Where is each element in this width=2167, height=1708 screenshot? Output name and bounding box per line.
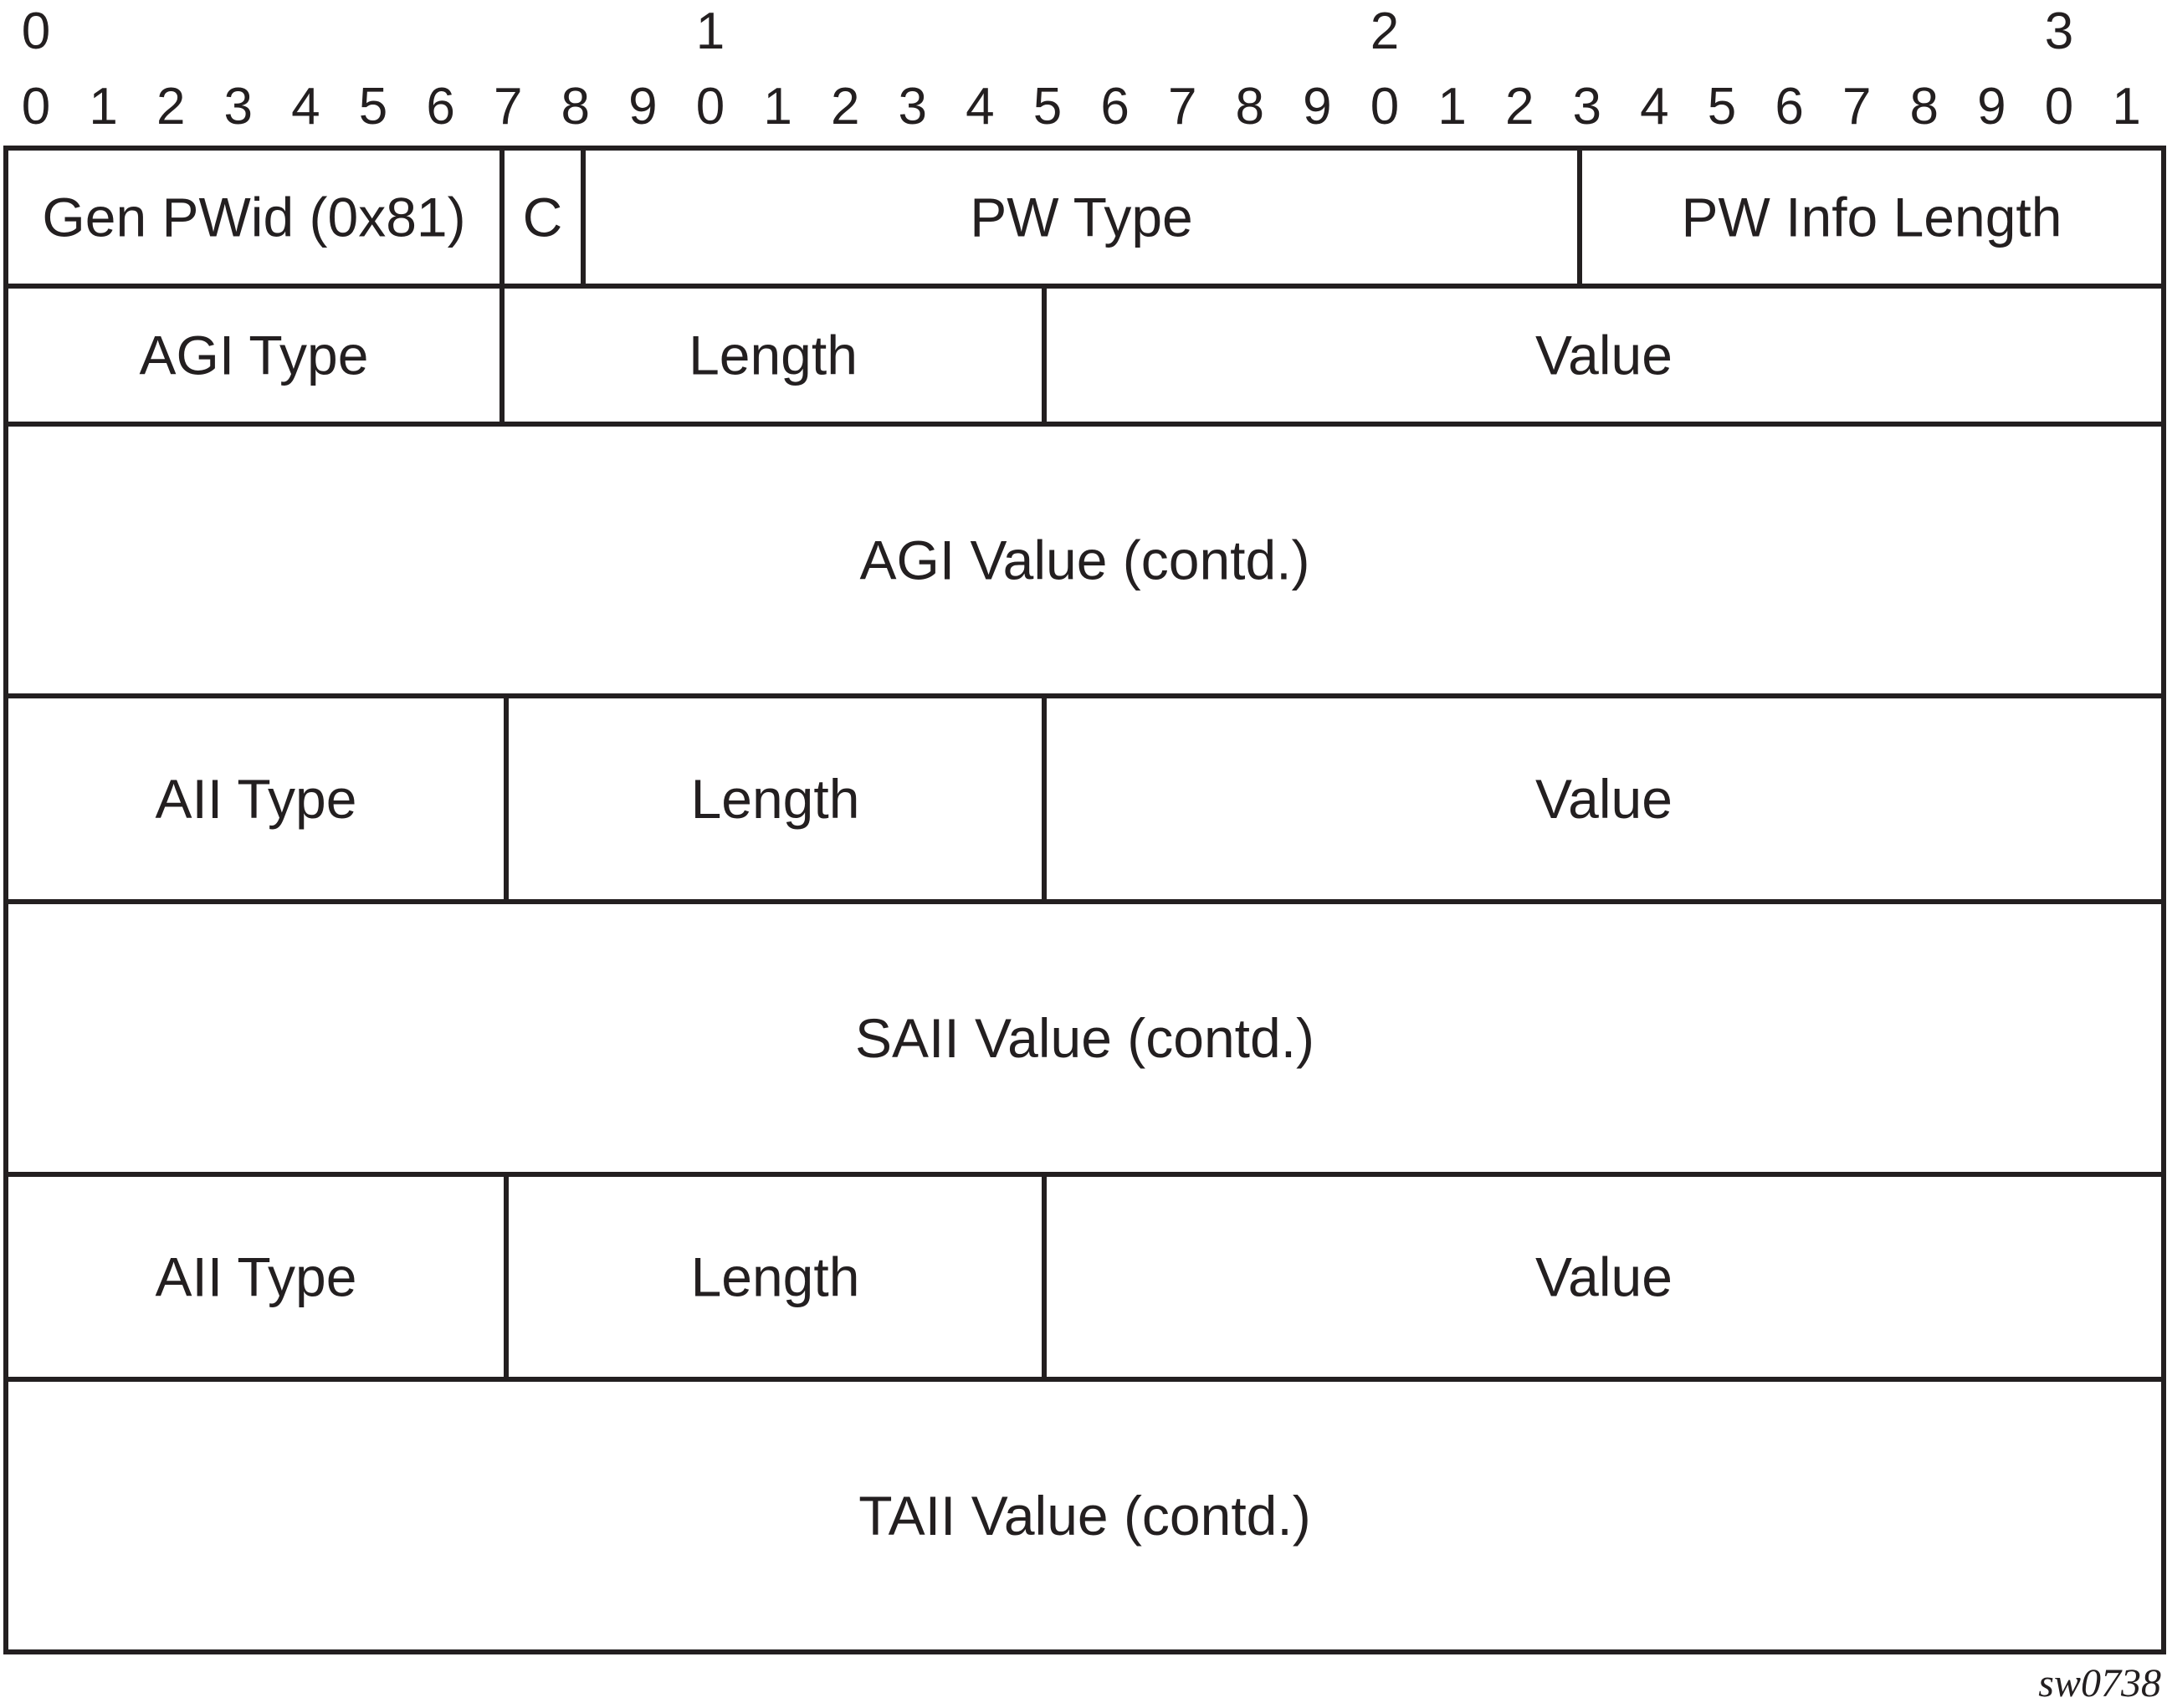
bit-tens-label: 1 [696,3,725,60]
field-saii-value: Value [1535,768,1673,830]
bit-index-label: 7 [1168,78,1196,136]
field-agi-length: Length [689,325,858,386]
bit-index-label: 5 [1708,78,1736,136]
bit-index-label: 0 [22,78,50,136]
field-pw-info-length: PW Info Length [1682,187,2062,248]
row-agi-tlv: AGI Type Length Value [140,286,1673,424]
bit-index-label: 4 [966,78,994,136]
field-saii-value-contd: SAII Value (contd.) [855,1007,1314,1069]
bit-tens-label: 2 [1370,3,1399,60]
bit-index-label: 8 [1910,78,1939,136]
bit-index-label: 1 [89,78,117,136]
field-taii-value: Value [1535,1246,1673,1308]
field-saii-type: AII Type [156,768,357,830]
bit-index-label: 5 [359,78,387,136]
field-agi-value: Value [1535,325,1673,386]
figure-id-caption: sw0738 [2038,1661,2161,1705]
bit-index-label: 1 [1437,78,1466,136]
row-taii-tlv: AII Type Length Value [156,1174,1673,1379]
field-c-bit: C [523,187,563,248]
bit-tens-label: 3 [2045,3,2073,60]
row-saii-tlv: AII Type Length Value [156,696,1673,902]
bit-index-label: 2 [156,78,185,136]
field-gen-pwid: Gen PWid (0x81) [42,187,465,248]
field-taii-value-contd: TAII Value (contd.) [858,1485,1310,1547]
bit-index-label: 8 [1236,78,1264,136]
field-agi-type: AGI Type [140,325,369,386]
bit-index-label: 1 [2112,78,2140,136]
bit-index-label: 5 [1033,78,1062,136]
bit-index-label: 7 [494,78,522,136]
bit-index-label: 0 [2045,78,2073,136]
field-taii-length: Length [691,1246,860,1308]
row-header: Gen PWid (0x81) C PW Type PW Info Length [42,148,2062,286]
bit-index-label: 9 [1303,78,1331,136]
bit-index-label: 3 [224,78,253,136]
bit-index-label: 4 [1640,78,1668,136]
bit-index-label: 9 [628,78,657,136]
bit-index-label: 2 [1505,78,1534,136]
bit-index-label: 9 [1977,78,2006,136]
row-agi-value-contd: AGI Value (contd.) [859,529,1309,591]
field-taii-type: AII Type [156,1246,357,1308]
row-saii-value-contd: SAII Value (contd.) [855,1007,1314,1069]
row-taii-value-contd: TAII Value (contd.) [858,1485,1310,1547]
field-agi-value-contd: AGI Value (contd.) [859,529,1309,591]
bit-index-label: 7 [1842,78,1871,136]
bit-index-label: 0 [696,78,725,136]
bit-index-label: 3 [899,78,927,136]
bit-index-label: 1 [763,78,791,136]
bit-index-label: 0 [1370,78,1399,136]
bit-index-label: 2 [831,78,859,136]
bit-index-label: 3 [1573,78,1601,136]
bit-index-label: 8 [561,78,590,136]
bit-index-label: 4 [291,78,320,136]
bit-tens-label: 0 [22,3,50,60]
bit-index-label: 6 [1100,78,1129,136]
field-pw-type: PW Type [970,187,1193,248]
field-saii-length: Length [691,768,860,830]
bit-index-label: 6 [426,78,454,136]
bit-index-label: 6 [1775,78,1803,136]
